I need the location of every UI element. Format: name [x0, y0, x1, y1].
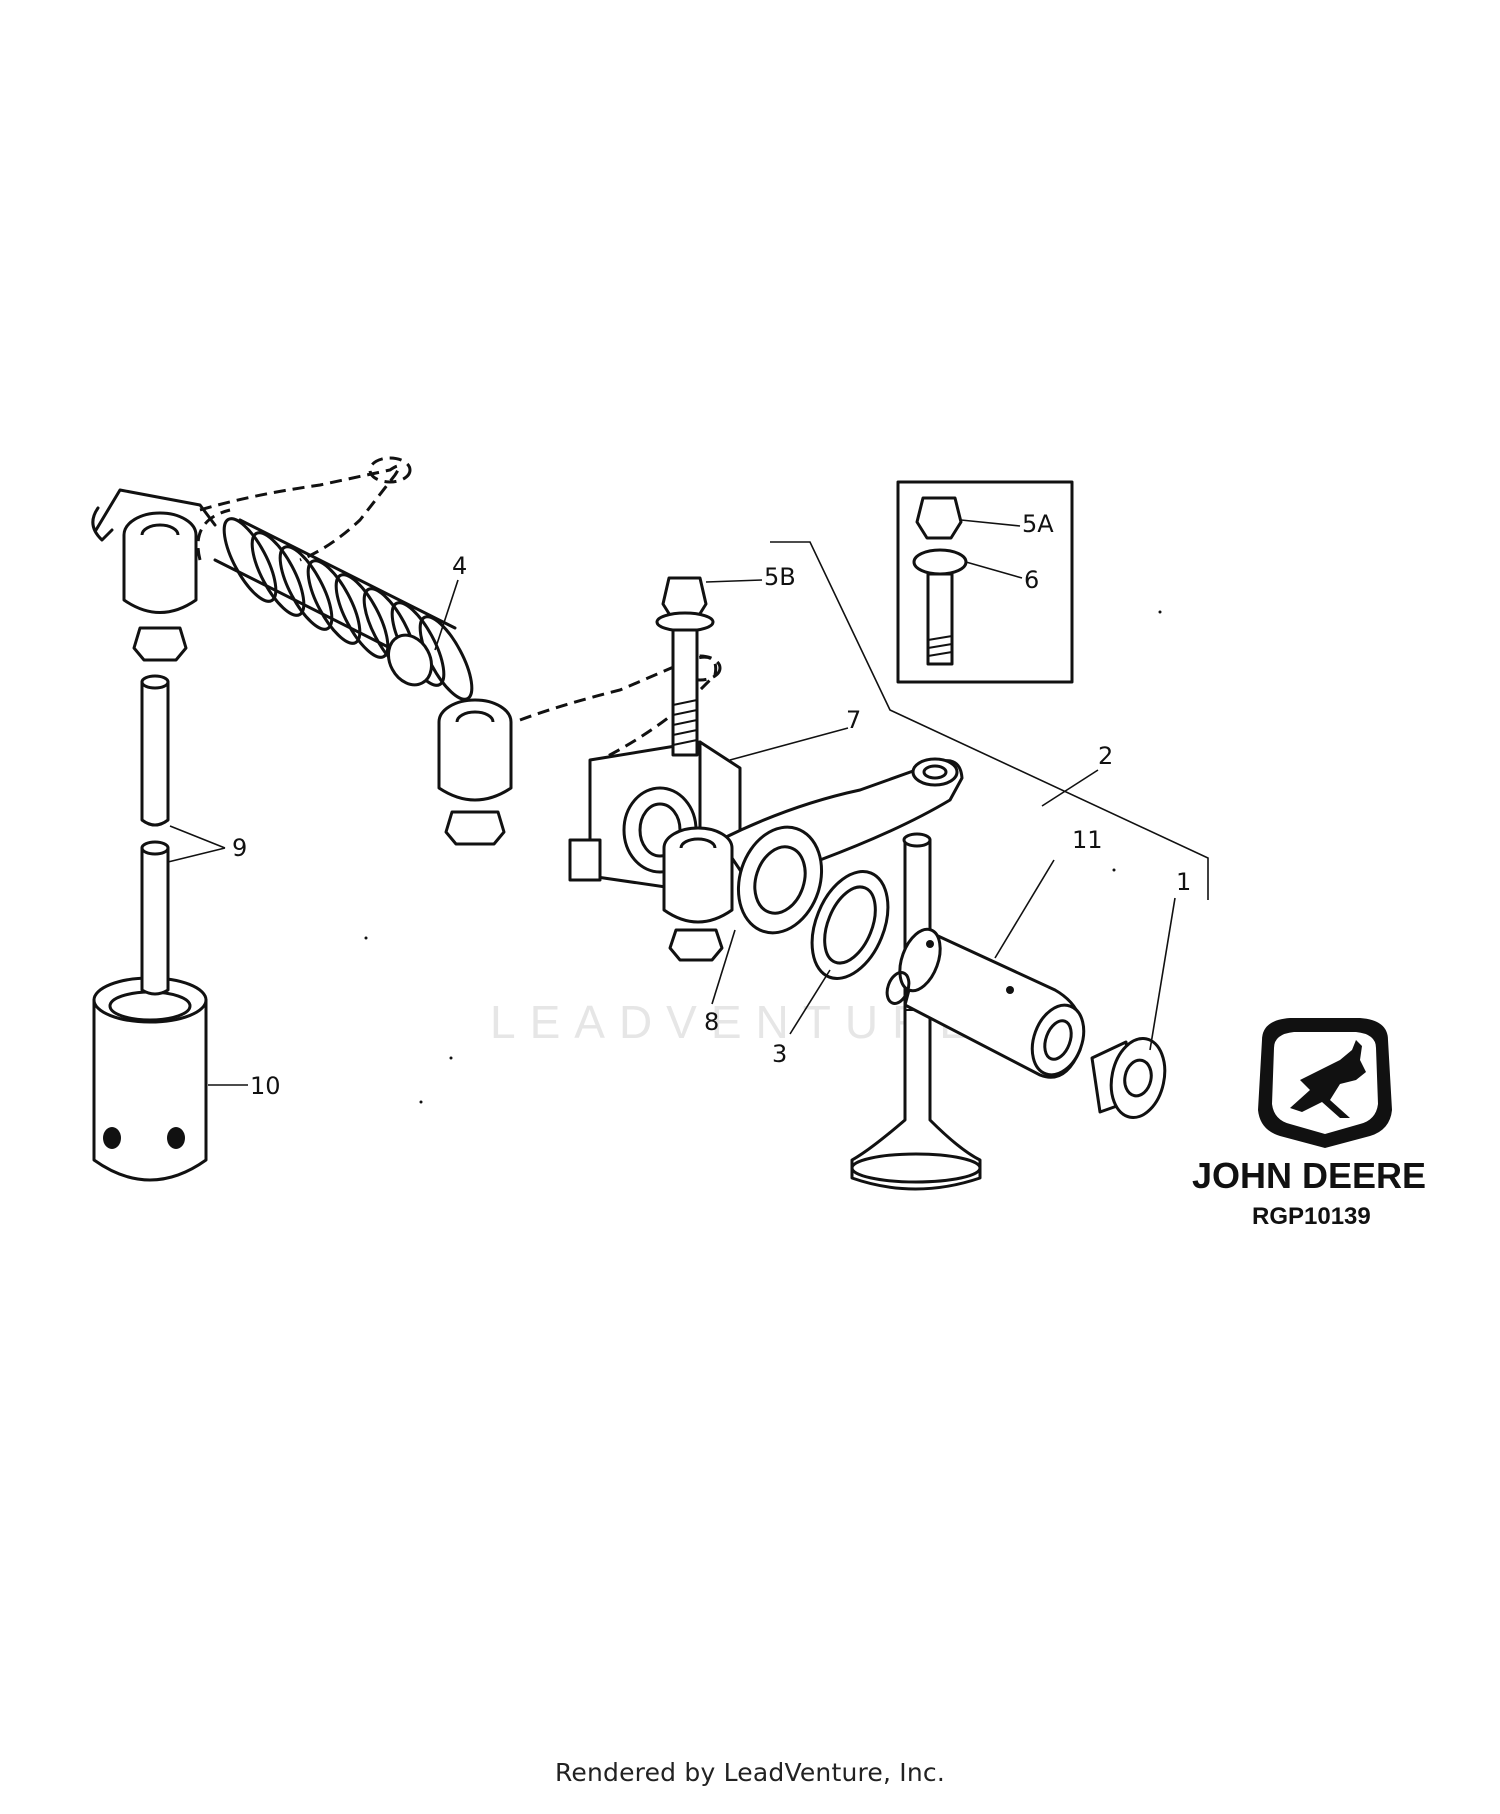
middle-rocker-arm-ghost	[437, 654, 722, 846]
footer-credit: Rendered by LeadVenture, Inc.	[554, 1758, 946, 1787]
leader-lines	[167, 579, 1176, 1086]
speckles	[364, 610, 1162, 1104]
callout-7: 7	[846, 706, 861, 734]
callout-11: 11	[1072, 826, 1103, 854]
callout-6: 6	[1024, 566, 1039, 594]
callout-8: 8	[704, 1008, 719, 1036]
inset-bolt-box	[896, 480, 1074, 684]
part-8-rocker-arm	[662, 757, 964, 962]
left-rocker-arm-ghost	[91, 456, 412, 662]
figure-code: RGP10139	[1252, 1203, 1371, 1230]
callout-5a: 5A	[1022, 510, 1054, 538]
john-deere-logo	[1258, 1018, 1392, 1148]
callout-9: 9	[232, 834, 247, 862]
part-3-washer	[810, 870, 890, 980]
callout-10: 10	[250, 1072, 281, 1100]
brand-name: JOHN DEERE	[1192, 1155, 1426, 1196]
assembly-bracket	[770, 541, 1209, 900]
valve	[850, 832, 982, 1191]
part-10-tappet	[92, 976, 208, 1182]
callout-4: 4	[452, 552, 467, 580]
part-5b-bolt	[655, 576, 715, 757]
part-1-plug	[1090, 1037, 1167, 1119]
callout-1: 1	[1176, 868, 1191, 896]
part-9-push-rods	[140, 674, 170, 996]
watermark: LEADVENTURE	[490, 996, 984, 1048]
callout-3: 3	[772, 1040, 787, 1068]
callout-5b: 5B	[764, 563, 796, 591]
part-4-spring	[196, 508, 474, 701]
part-11-shaft	[885, 927, 1086, 1079]
callout-2: 2	[1098, 742, 1113, 770]
